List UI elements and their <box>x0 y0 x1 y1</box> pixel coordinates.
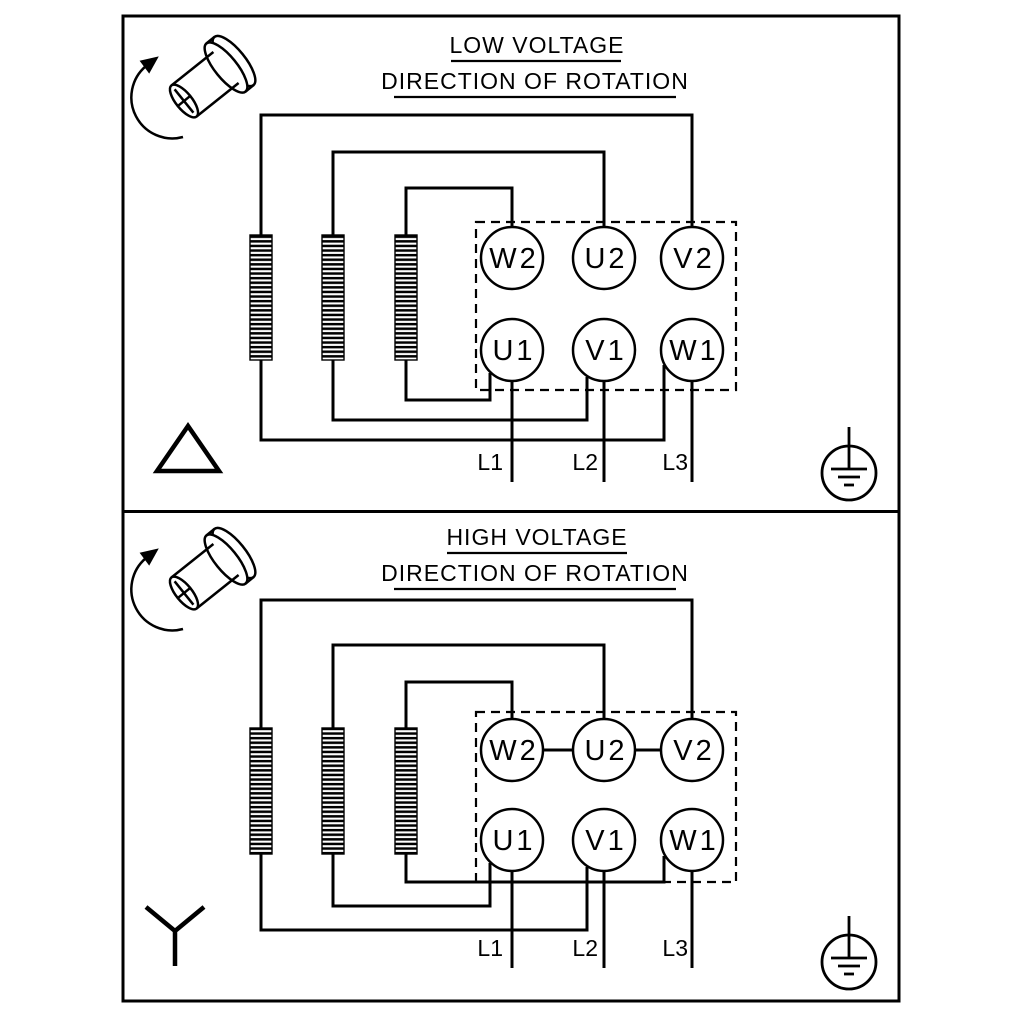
winding-coil-1 <box>249 234 273 361</box>
terminal-label: V2 <box>673 243 714 275</box>
winding-coil-3 <box>394 234 418 361</box>
terminal-circle <box>571 317 637 383</box>
terminal-label: W2 <box>489 735 539 767</box>
lead-label-l2: L2 <box>572 449 598 475</box>
terminal-w2: W2 <box>479 225 545 291</box>
lead-label-l1: L1 <box>477 935 503 961</box>
winding-coil-2 <box>321 234 345 361</box>
terminal-u1: U1 <box>479 807 545 873</box>
terminal-w1: W1 <box>659 317 725 383</box>
winding1-bottom-wire <box>259 360 666 442</box>
terminal-label: V2 <box>673 735 714 767</box>
terminal-v2: V2 <box>659 225 725 291</box>
rotation-direction-icon <box>130 520 264 632</box>
winding-coil-2 <box>321 727 345 855</box>
high-voltage-title: HIGH VOLTAGE <box>446 524 627 550</box>
terminal-label: U2 <box>584 735 627 767</box>
winding2-top-wire <box>331 643 606 728</box>
winding3-top-wire <box>404 680 514 728</box>
terminal-label: V1 <box>585 335 626 367</box>
terminal-circle <box>479 807 545 873</box>
terminal-circle <box>571 807 637 873</box>
line-leads <box>510 871 694 968</box>
terminal-circle <box>659 807 725 873</box>
winding1-top-wire <box>259 113 694 235</box>
terminal-circle <box>659 317 725 383</box>
terminal-u2: U2 <box>571 225 637 291</box>
lead-label-l1: L1 <box>477 449 503 475</box>
terminal-label: V1 <box>585 825 626 857</box>
diagram-frame <box>121 14 901 1003</box>
direction-of-rotation-label: DIRECTION OF ROTATION <box>381 560 689 586</box>
winding1-top-wire <box>259 598 694 728</box>
terminal-circle <box>659 717 725 783</box>
winding3-top-wire <box>404 186 514 235</box>
terminal-u1: U1 <box>479 317 545 383</box>
winding2-bottom-wire <box>331 854 492 908</box>
line-leads <box>510 381 694 482</box>
direction-of-rotation-label: DIRECTION OF ROTATION <box>381 68 689 94</box>
earth-ground-icon <box>820 914 878 991</box>
star-symbol-icon <box>144 905 206 966</box>
terminal-board-outline <box>474 710 738 884</box>
rotation-direction-icon <box>130 28 264 140</box>
terminal-label: W1 <box>669 825 719 857</box>
winding-coil-3 <box>394 727 418 855</box>
lead-label-l3: L3 <box>662 449 688 475</box>
terminal-label: U1 <box>492 825 535 857</box>
low-voltage-title: LOW VOLTAGE <box>449 32 624 58</box>
terminal-label: U2 <box>584 243 627 275</box>
terminal-w2: W2 <box>479 717 545 783</box>
terminal-u2: U2 <box>571 717 637 783</box>
terminal-v2: V2 <box>659 717 725 783</box>
winding-coil-1 <box>249 727 273 855</box>
terminal-circle <box>479 225 545 291</box>
panel-high-voltage: HIGH VOLTAGE DIRECTION OF ROTATION W2 U2 <box>130 520 878 991</box>
terminal-circle <box>479 717 545 783</box>
terminal-v1: V1 <box>571 807 637 873</box>
terminal-circle <box>571 717 637 783</box>
panel-low-voltage: LOW VOLTAGE DIRECTION OF ROTATION W2 U2 … <box>130 28 878 502</box>
terminal-label: W1 <box>669 335 719 367</box>
winding3-bottom-wire <box>404 360 492 402</box>
lead-label-l2: L2 <box>572 935 598 961</box>
winding2-top-wire <box>331 150 606 235</box>
winding2-bottom-wire <box>331 360 589 422</box>
terminal-board-outline <box>474 220 738 392</box>
terminal-circle <box>659 225 725 291</box>
delta-symbol-icon <box>152 422 224 474</box>
terminal-circle <box>571 225 637 291</box>
terminal-v1: V1 <box>571 317 637 383</box>
terminal-label: U1 <box>492 335 535 367</box>
earth-ground-icon <box>820 425 878 502</box>
terminal-w1: W1 <box>659 807 725 873</box>
lead-label-l3: L3 <box>662 935 688 961</box>
terminal-label: W2 <box>489 243 539 275</box>
winding1-bottom-wire <box>259 854 589 932</box>
terminal-circle <box>479 317 545 383</box>
